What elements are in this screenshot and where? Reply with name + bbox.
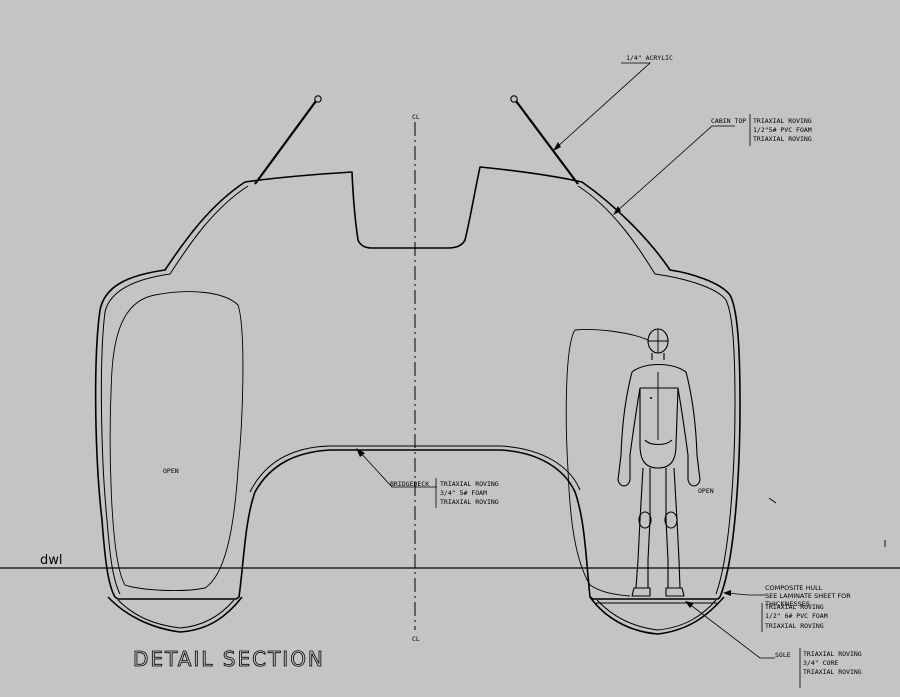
hull-laminate-3: TRIAXIAL ROVING (765, 622, 824, 630)
composite-hull-label-3: THICKNESSES (764, 600, 810, 608)
acrylic-callout: 1/4" ACRYLIC (553, 54, 673, 151)
bridgedeck-callout: BRIDGEDECK TRIAXIAL ROVING 3/4" 5# FOAM … (356, 448, 499, 508)
sole-laminate-3: TRIAXIAL ROVING (803, 668, 862, 676)
hull-bottoms (107, 596, 725, 635)
cabin-top-laminate-2: 1/2"5# PVC FOAM (753, 126, 812, 134)
open-label-right: OPEN (698, 487, 714, 495)
composite-hull-label-2: SEE LAMINATE SHEET FOR (765, 592, 851, 600)
acrylic-windows (254, 95, 579, 185)
composite-hull-label-1: COMPOSITE HULL (765, 584, 823, 592)
composite-hull-callout: COMPOSITE HULL SEE LAMINATE SHEET FOR TH… (723, 584, 851, 632)
sole-laminate-2: 3/4" CORE (803, 659, 838, 667)
hull-laminate-1: TRIAXIAL ROVING (765, 603, 824, 611)
cabin-top-callout: CABIN TOP TRIAXIAL ROVING 1/2"5# PVC FOA… (613, 114, 812, 215)
open-outline-right (565, 329, 649, 597)
cabin-top-laminate-3: TRIAXIAL ROVING (753, 135, 812, 143)
hull-laminate-2: 1/2" 6# PVC FOAM (765, 612, 828, 620)
bridgedeck-laminate-3: TRIAXIAL ROVING (440, 498, 499, 506)
sole-callout: SOLE TRIAXIAL ROVING 3/4" CORE TRIAXIAL … (685, 601, 862, 688)
human-figure (617, 328, 701, 597)
hull-outline (94, 166, 741, 600)
centerline-label-bottom: CL (412, 635, 420, 643)
bridgedeck-laminate-1: TRIAXIAL ROVING (440, 480, 499, 488)
cabin-top-label: CABIN TOP (711, 117, 746, 125)
bridgedeck-label: BRIDGEDECK (390, 480, 429, 488)
acrylic-label: 1/4" ACRYLIC (626, 54, 673, 62)
drawing-title: DETAIL SECTION (133, 647, 325, 671)
open-outline-left (109, 291, 244, 591)
centerline-label-top: CL (412, 113, 420, 121)
sole-laminate-1: TRIAXIAL ROVING (803, 650, 862, 658)
sole-label: SOLE (775, 651, 791, 659)
construction-mark (768, 497, 777, 504)
cabin-top-laminate-1: TRIAXIAL ROVING (753, 117, 812, 125)
open-label-left: OPEN (163, 467, 179, 475)
waterline-label: dwl (40, 553, 63, 568)
bridgedeck-laminate-2: 3/4" 5# FOAM (440, 489, 487, 497)
